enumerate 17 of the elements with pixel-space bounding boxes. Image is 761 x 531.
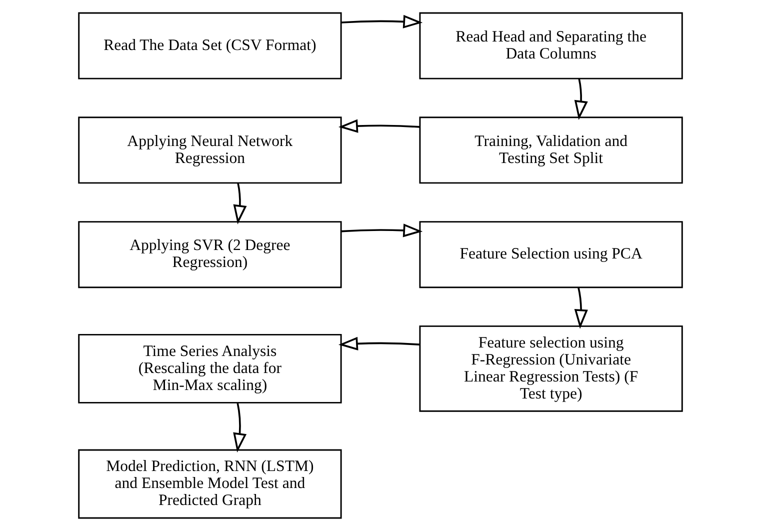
arrow: [341, 224, 423, 238]
node-box: Applying SVR (2 Degree Regression): [78, 221, 342, 288]
node-box: Applying Neural Network Regression: [78, 116, 342, 184]
node-box: Model Prediction, RNN (LSTM) and Ensemble Model Test and Predicted Graph: [78, 449, 342, 519]
arrow: [341, 14, 423, 28]
node-box: Time Series Analysis (Rescaling the data for Min-Max scaling): [78, 334, 342, 404]
node-box: Feature selection using F-Regression (Univariate Linear Regression Tests) (F Test type): [419, 325, 683, 412]
node-box: Feature Selection using PCA: [419, 221, 683, 288]
arrow: [338, 119, 420, 133]
node-box: Read Head and Separating the Data Columns: [419, 12, 683, 80]
arrow: [574, 78, 588, 120]
node-box: Training, Validation and Testing Set Split: [419, 116, 683, 184]
arrow: [574, 287, 588, 329]
arrow: [233, 402, 247, 452]
arrow: [338, 336, 420, 350]
arrow: [233, 182, 247, 224]
node-box: Read The Data Set (CSV Format): [78, 12, 342, 80]
